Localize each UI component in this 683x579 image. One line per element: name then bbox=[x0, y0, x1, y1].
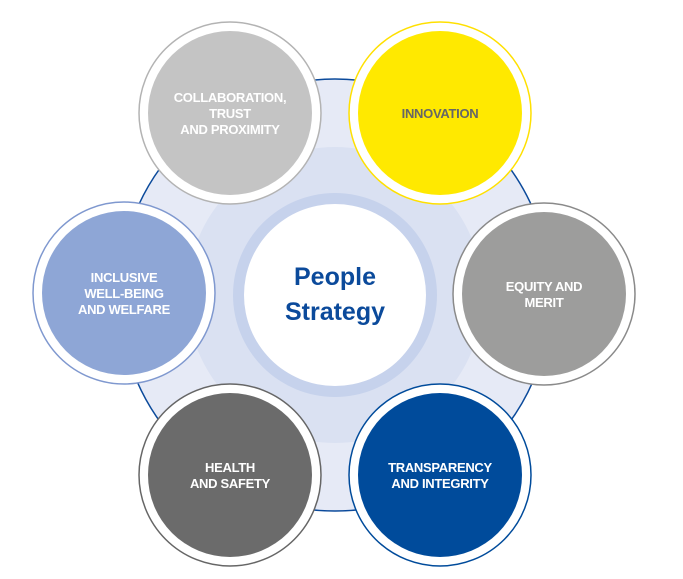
center-circle bbox=[244, 204, 426, 386]
pillar-label-line: AND SAFETY bbox=[190, 476, 271, 491]
pillar-circle bbox=[148, 31, 312, 195]
center-title-line1: People bbox=[294, 263, 376, 291]
pillar-circle bbox=[148, 393, 312, 557]
pillar-label-line: WELL-BEING bbox=[84, 286, 164, 301]
pillar-label-line: AND PROXIMITY bbox=[180, 122, 280, 137]
pillar-label-line: TRANSPARENCY bbox=[388, 460, 492, 475]
pillar-label-line: MERIT bbox=[525, 295, 564, 310]
pillar-label-line: EQUITY AND bbox=[506, 279, 582, 294]
pillar-label-line: AND WELFARE bbox=[78, 302, 171, 317]
center-title-line2: Strategy bbox=[285, 298, 385, 326]
pillar-label-line: INCLUSIVE bbox=[91, 270, 158, 285]
pillar-label-line: INNOVATION bbox=[402, 106, 479, 121]
pillar-circle bbox=[42, 211, 206, 375]
pillar-innovation: INNOVATION bbox=[348, 21, 532, 205]
pillar-circle bbox=[462, 212, 626, 376]
pillar-label-line: AND INTEGRITY bbox=[391, 476, 489, 491]
pillar-circle bbox=[358, 31, 522, 195]
pillar-label-line: COLLABORATION, bbox=[174, 90, 287, 105]
pillar-label-line: HEALTH bbox=[205, 460, 255, 475]
pillar-label-line: TRUST bbox=[209, 106, 251, 121]
pillar-circle bbox=[358, 393, 522, 557]
